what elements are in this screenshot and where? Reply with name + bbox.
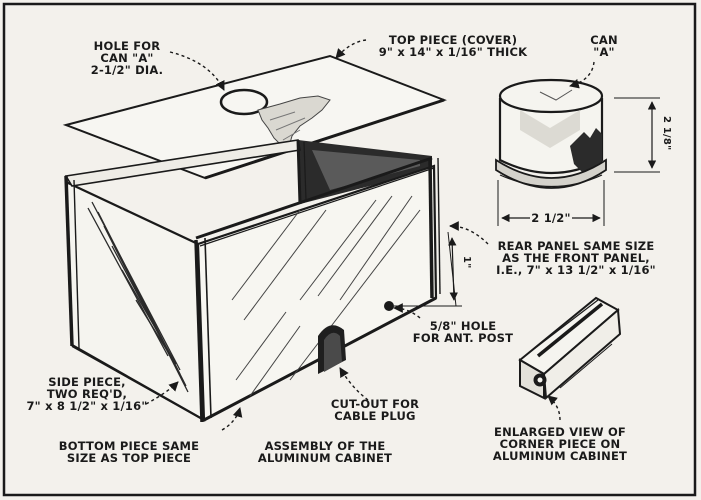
label-line: FOR ANT. POST bbox=[412, 331, 514, 345]
label-line: 5/8" HOLE bbox=[429, 319, 497, 333]
label-line: REAR PANEL SAME SIZE bbox=[497, 239, 655, 253]
label-hole-for-post: 5/8" HOLE FOR ANT. POST bbox=[408, 320, 518, 344]
corner-piece-drawing bbox=[518, 296, 622, 401]
label-hole-offset: 1" bbox=[461, 256, 472, 269]
label-hole-for-can: HOLE FOR CAN "A" 2-1/2" DIA. bbox=[72, 40, 182, 76]
hole-offset-dimension bbox=[394, 231, 462, 307]
label-line: "A" bbox=[593, 45, 615, 59]
corner-posts bbox=[64, 156, 441, 423]
top-cover bbox=[62, 54, 447, 180]
label-rear-panel: REAR PANEL SAME SIZE AS THE FRONT PANEL,… bbox=[476, 240, 676, 276]
label-line: 2-1/2" DIA. bbox=[90, 63, 164, 77]
label-can-height: 2 1/8" bbox=[661, 116, 672, 151]
label-line: ASSEMBLY OF THE bbox=[264, 439, 386, 453]
antenna-post-hole bbox=[384, 301, 394, 311]
label-line: CAN bbox=[590, 33, 618, 47]
label-line: CORNER PIECE ON bbox=[499, 437, 621, 451]
label-line: ALUMINUM CABINET bbox=[257, 451, 393, 465]
label-line: TOP PIECE (COVER) bbox=[388, 33, 518, 47]
cabinet-box bbox=[64, 139, 441, 423]
label-line: ALUMINUM CABINET bbox=[492, 449, 628, 463]
label-cut-out: CUT-OUT FOR CABLE PLUG bbox=[320, 398, 430, 422]
label-line: BOTTOM PIECE SAME bbox=[58, 439, 200, 453]
label-assembly: ASSEMBLY OF THE ALUMINUM CABINET bbox=[240, 440, 410, 464]
label-can-width: 2 1/2" bbox=[530, 211, 572, 225]
label-line: 9" x 14" x 1/16" THICK bbox=[378, 45, 528, 59]
label-line: SIDE PIECE, bbox=[48, 375, 126, 389]
label-top-piece: TOP PIECE (COVER) 9" x 14" x 1/16" THICK bbox=[358, 34, 548, 58]
label-line: TWO REQ'D, bbox=[46, 387, 128, 401]
label-line: ENLARGED VIEW OF bbox=[494, 425, 626, 439]
label-line: HOLE FOR bbox=[93, 39, 161, 53]
front-hatching bbox=[231, 195, 421, 397]
label-bottom-piece: BOTTOM PIECE SAME SIZE AS TOP PIECE bbox=[44, 440, 214, 464]
can-a-drawing bbox=[495, 78, 660, 226]
leader-lines bbox=[145, 39, 595, 431]
label-line: CAN "A" bbox=[100, 51, 154, 65]
label-line: AS THE FRONT PANEL, bbox=[502, 251, 650, 265]
label-side-piece: SIDE PIECE, TWO REQ'D, 7" x 8 1/2" x 1/1… bbox=[22, 376, 152, 412]
label-line: I.E., 7" x 13 1/2" x 1/16" bbox=[496, 263, 656, 277]
label-enlarged-view: ENLARGED VIEW OF CORNER PIECE ON ALUMINU… bbox=[470, 426, 650, 462]
side-hatching bbox=[87, 201, 189, 393]
can-hole bbox=[219, 88, 269, 116]
label-line: CUT-OUT FOR bbox=[330, 397, 420, 411]
label-line: SIZE AS TOP PIECE bbox=[66, 451, 192, 465]
front-panel bbox=[196, 164, 438, 422]
label-can-a: CAN "A" bbox=[582, 34, 626, 58]
label-line: CABLE PLUG bbox=[334, 409, 416, 423]
label-line: 7" x 8 1/2" x 1/16" bbox=[26, 399, 148, 413]
